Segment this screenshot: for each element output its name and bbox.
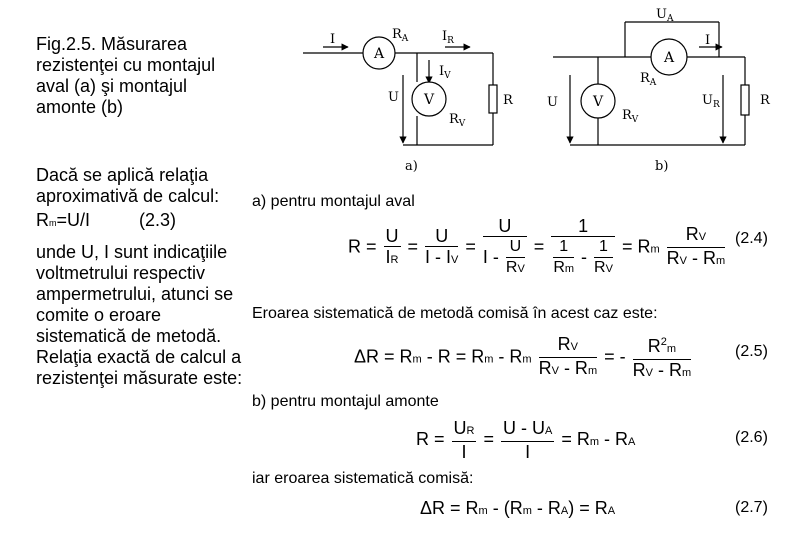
error-b-text: iar eroarea sistematică comisă:	[252, 470, 474, 487]
svg-text:RV: RV	[622, 108, 639, 125]
svg-text:IV: IV	[439, 64, 451, 81]
ammeter-a	[362, 36, 396, 70]
explanation-text: Dacă se aplică relaţia aproximativă de c…	[36, 165, 246, 389]
explanation-sentence: unde U, I sunt indicaţiile voltmetrului …	[36, 242, 243, 388]
svg-text:UA: UA	[656, 7, 674, 24]
ammeter-a-symbol: A	[373, 46, 385, 62]
svg-text:RA: RA	[392, 27, 409, 44]
voltmeter-a	[411, 81, 447, 117]
error-a-text: Eroarea sistematică de metodă comisă în …	[252, 305, 658, 322]
approx-formula: Rm=U/I (2.3)	[36, 210, 177, 230]
svg-text:RV: RV	[449, 112, 466, 129]
equation-number-2-6: (2.6)	[735, 429, 768, 446]
svg-text:IR: IR	[442, 29, 454, 46]
svg-text:UR: UR	[702, 93, 720, 110]
svg-text:R: R	[760, 93, 771, 108]
svg-text:RA: RA	[640, 71, 657, 88]
voltmeter-a-symbol: V	[423, 92, 435, 108]
voltmeter-b-symbol: V	[592, 94, 604, 110]
svg-text:I: I	[705, 33, 710, 48]
section-b-title: b) pentru montajul amonte	[252, 393, 439, 410]
svg-text:R: R	[503, 93, 514, 108]
svg-text:U: U	[547, 95, 558, 110]
resistor-b	[740, 84, 750, 116]
equation-number-2-4: (2.4)	[735, 230, 768, 247]
svg-text:I: I	[330, 32, 335, 47]
equation-number-2-5: (2.5)	[735, 343, 768, 360]
formula-2-7: ΔR = Rm - (Rm - RA) = RA	[420, 498, 616, 518]
ammeter-b-symbol: A	[663, 50, 675, 66]
circuit-b-label: b)	[655, 159, 668, 174]
equation-number-2-7: (2.7)	[735, 499, 768, 516]
figure-caption: Fig.2.5. Măsurarea rezistenţei cu montaj…	[36, 34, 216, 117]
circuit-diagrams: A V I RA IR IV U R RV a) A V UA I RA U R…	[303, 7, 771, 174]
svg-text:U: U	[388, 90, 399, 105]
ammeter-b	[650, 38, 688, 76]
resistor-a	[488, 84, 498, 114]
section-a-title: a) pentru montajul aval	[252, 193, 415, 210]
circuit-a-label: a)	[405, 159, 418, 174]
voltmeter-b	[580, 83, 616, 119]
equation-number: (2.3)	[139, 210, 177, 230]
intro-sentence: Dacă se aplică relaţia aproximativă de c…	[36, 165, 220, 206]
